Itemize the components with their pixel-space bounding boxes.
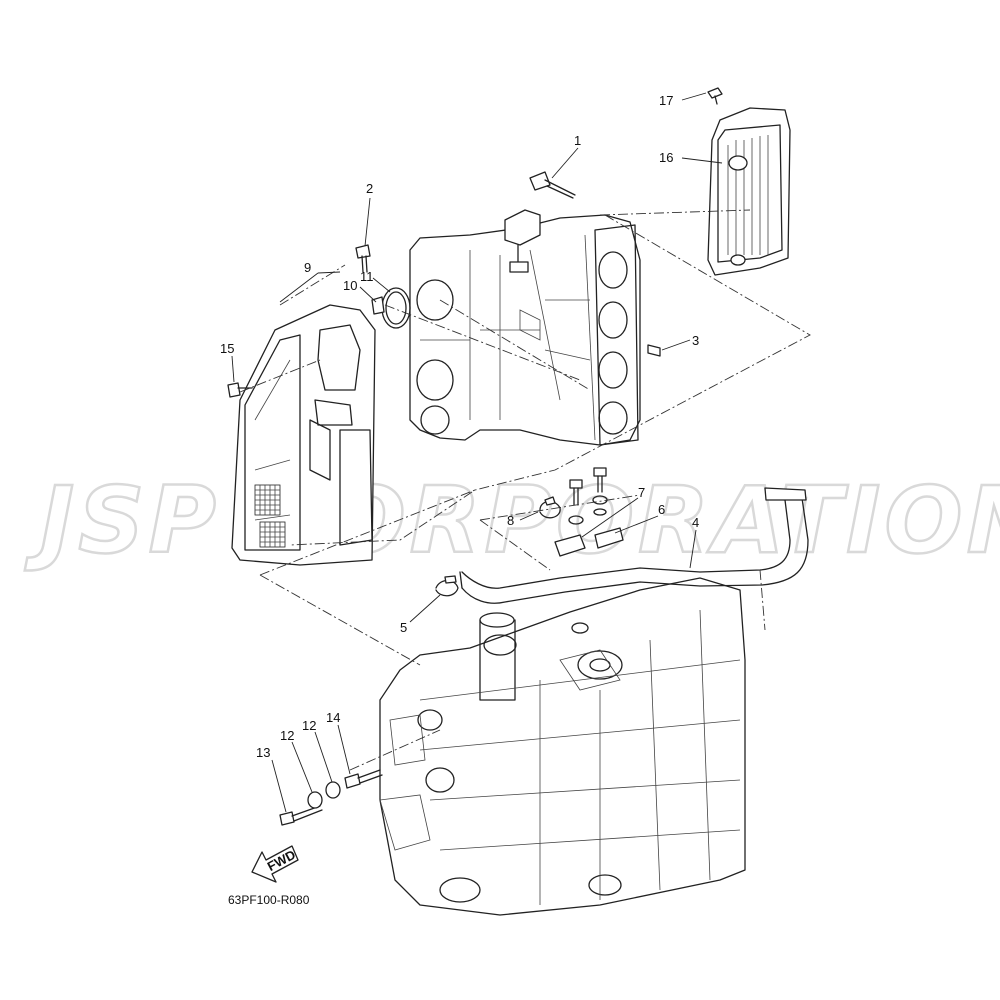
callout-7: 7 [638,485,645,500]
diagram-code: 63PF100-R080 [228,893,310,907]
callout-labels: 1 2 3 4 5 6 7 8 9 10 11 12 12 13 14 15 1… [220,93,699,760]
callout-8: 8 [507,513,514,528]
callout-17: 17 [659,93,673,108]
callout-9: 9 [304,260,311,275]
cover-part-9 [231,304,376,566]
callout-5: 5 [400,620,407,635]
callout-1: 1 [574,133,581,148]
callout-3: 3 [692,333,699,348]
svg-text:FWD: FWD [265,847,298,874]
hose-part-4 [459,487,809,604]
watermark-logo: JSP CORPORATION [23,466,1000,576]
callout-13: 13 [256,745,270,760]
callout-6: 6 [658,502,665,517]
callout-14: 14 [326,710,340,725]
mesh-grille [254,484,286,548]
svg-text:JSP CORPORATION: JSP CORPORATION [24,467,1000,574]
callout-4: 4 [692,515,699,530]
callout-16: 16 [659,150,673,165]
crankcase-block [379,577,746,916]
leader-lines [231,92,723,813]
callout-15: 15 [220,341,234,356]
callout-12b: 12 [302,718,316,733]
cylinder-head-assembly [409,209,641,446]
callout-11: 11 [360,269,374,284]
callout-10: 10 [343,278,357,293]
fwd-arrow-icon: FWD [251,845,299,883]
fasteners [227,171,661,826]
cover-plate-part-16 [707,87,791,276]
callout-12a: 12 [280,728,294,743]
assembly-lines [239,209,811,771]
callout-2: 2 [366,181,373,196]
